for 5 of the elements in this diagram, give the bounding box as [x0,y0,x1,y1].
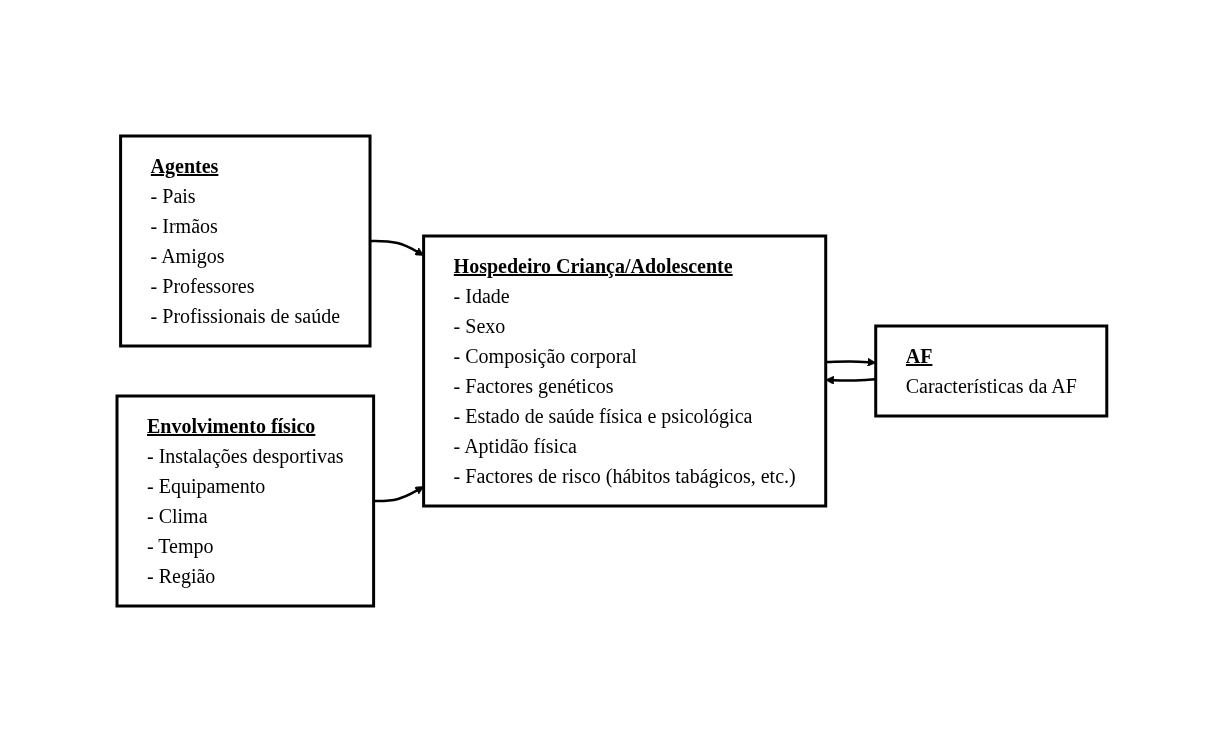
node-box: Hospedeiro Criança/Adolescente - Idade - Sexo - Composição corporal - Factores genéticos - Estado de saúde física e psicológica - Aptidão física - Factores de risco (hábitos tabágicos, etc.) [422,234,828,507]
node-box: Envolvimento físico - Instalações desportivas - Equipamento - Clima - Tempo - Região [115,394,376,607]
node-box: Agentes - Pais - Irmãos - Amigos - Professores - Profissionais de saúde [119,134,372,347]
node-box: AF Características da AF [874,324,1109,417]
arrow [825,375,876,385]
